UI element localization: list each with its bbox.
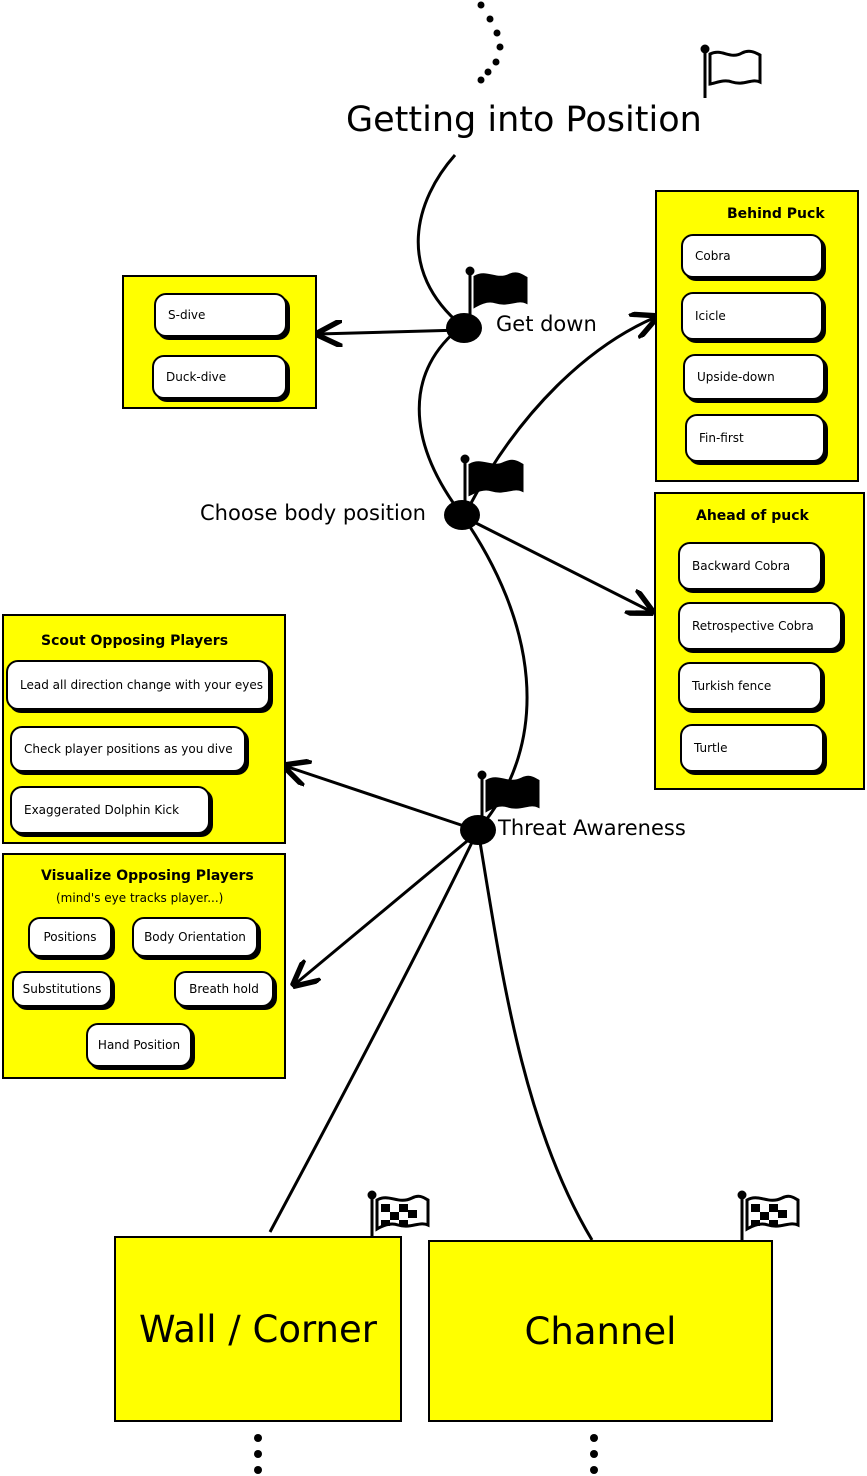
chip-breath-hold: Breath hold <box>174 971 274 1007</box>
visualize-subtitle: (mind's eye tracks player...) <box>56 891 224 905</box>
ahead-of-puck-panel: Ahead of puck Backward Cobra Retrospecti… <box>654 492 865 790</box>
chip-duck-dive: Duck-dive <box>152 355 287 399</box>
chip-substitutions: Substitutions <box>12 971 112 1007</box>
flag-solid-icon <box>465 266 528 320</box>
checkered-flag-icon <box>367 1190 430 1244</box>
scout-panel: Scout Opposing Players Lead all directio… <box>2 614 286 844</box>
bottom-continuation-dots <box>254 1434 598 1474</box>
outcome-wall-corner: Wall / Corner <box>114 1236 402 1422</box>
flag-solid-icon <box>477 770 540 820</box>
node-label-threat-awareness: Threat Awareness <box>498 816 686 840</box>
chip-turtle: Turtle <box>680 724 824 772</box>
chip-upside-down: Upside-down <box>683 354 825 400</box>
node-label-choose-body-position: Choose body position <box>200 501 426 525</box>
chip-retrospective-cobra: Retrospective Cobra <box>678 602 842 650</box>
flag-outline-icon <box>700 44 762 98</box>
dive-options-panel: S-dive Duck-dive <box>122 275 317 409</box>
outcome-channel: Channel <box>428 1240 773 1422</box>
chip-turkish-fence: Turkish fence <box>678 662 822 710</box>
ahead-of-puck-title: Ahead of puck <box>696 508 809 524</box>
chip-lead-direction-change: Lead all direction change with your eyes <box>6 660 270 710</box>
chip-s-dive: S-dive <box>154 293 287 337</box>
chip-positions: Positions <box>28 917 112 957</box>
diagram-title: Getting into Position <box>346 100 702 140</box>
checkered-flag-icon <box>737 1190 800 1244</box>
chip-check-player-positions: Check player positions as you dive <box>10 726 246 772</box>
chip-body-orientation: Body Orientation <box>132 917 258 957</box>
chip-dolphin-kick: Exaggerated Dolphin Kick <box>10 786 210 834</box>
node-dot-choose-body-position <box>444 500 480 530</box>
behind-puck-panel: Behind Puck Cobra Icicle Upside-down Fin… <box>655 190 859 482</box>
chip-cobra: Cobra <box>681 234 823 278</box>
flag-solid-icon <box>460 454 524 506</box>
chip-hand-position: Hand Position <box>86 1023 192 1067</box>
chip-backward-cobra: Backward Cobra <box>678 542 822 590</box>
node-dot-get-down <box>446 313 482 343</box>
top-continuation-dots <box>477 1 504 84</box>
node-label-get-down: Get down <box>496 312 597 336</box>
visualize-panel: Visualize Opposing Players (mind's eye t… <box>2 853 286 1079</box>
node-dot-threat-awareness <box>460 815 496 845</box>
visualize-title: Visualize Opposing Players <box>41 868 254 884</box>
chip-fin-first: Fin-first <box>685 414 825 462</box>
scout-title: Scout Opposing Players <box>41 633 229 649</box>
chip-icicle: Icicle <box>681 292 823 340</box>
behind-puck-title: Behind Puck <box>727 206 825 222</box>
